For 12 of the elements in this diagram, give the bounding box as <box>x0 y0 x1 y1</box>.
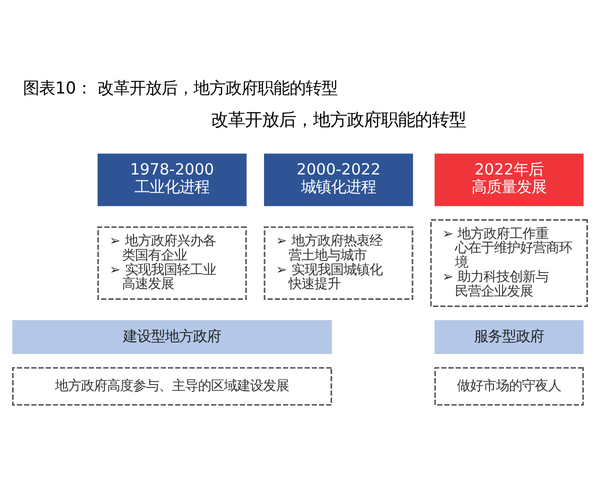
label: 改革开放后，地方政府职能的转型 <box>211 110 466 130</box>
node-box: ➢ 地方政府工作重心在于维护好营商环境 ➢ 助力科技创新与民营企业发展 <box>430 218 588 307</box>
node-box: ➢ 地方政府兴办各类国有企业 ➢ 实现我国轻工业高速发展 <box>97 226 247 300</box>
node-box: 地方政府高度参与、主导的区域建设发展 <box>12 366 332 406</box>
node-box: ➢ 地方政府热衷经营土地与城市 ➢ 实现我国城镇化快速提升 <box>264 226 414 300</box>
node-box: 1978-2000 工业化进程 <box>98 153 247 206</box>
node-box: 建设型地方政府 <box>12 320 332 354</box>
node-box: 做好市场的守夜人 <box>434 366 584 406</box>
node-box: 2022年后 高质量发展 <box>434 153 584 206</box>
node-box: 服务型政府 <box>434 320 584 354</box>
diagram-title: 图表10： 改革开放后，地方政府职能的转型 <box>23 78 338 97</box>
node-box: 2000-2022 城镇化进程 <box>264 153 414 206</box>
